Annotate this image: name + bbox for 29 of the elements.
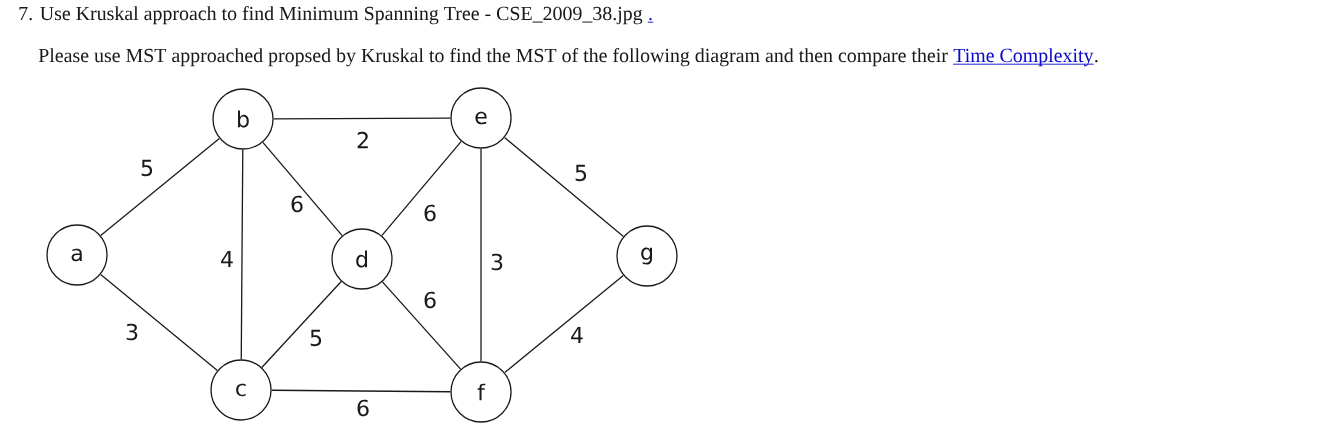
edge-weight: 6 — [424, 291, 436, 309]
graph-edge — [240, 149, 244, 360]
edge-weight: 5 — [141, 159, 153, 177]
edge-weight: 4 — [221, 250, 233, 267]
graph-edge — [273, 117, 451, 120]
graph-edge — [262, 141, 343, 237]
graph-edge — [100, 273, 218, 372]
instruction-text: Please use MST approached propsed by Kruskal to find the MST of the following diagram and then compare their — [38, 48, 948, 67]
edge-weight: 3 — [491, 253, 503, 271]
edge-weight: 6 — [424, 204, 436, 222]
graph-edge — [503, 136, 625, 238]
link: Time Complexity — [952, 48, 1095, 67]
graph-edge — [381, 281, 462, 370]
graph-edge — [261, 280, 342, 369]
edge-weight: 5 — [310, 329, 322, 347]
graph-edge — [100, 137, 220, 237]
edge-weight: 6 — [291, 195, 303, 213]
graph-edge — [381, 140, 462, 237]
edge-weight: 3 — [126, 323, 138, 341]
link: . — [647, 17, 654, 23]
graph-edge — [480, 148, 482, 362]
heading: 7. Use Kruskal approach to find Minimum Spanning Tree - CSE_2009_38.jpg — [19, 6, 643, 25]
instruction-text: . — [1095, 59, 1098, 63]
graph-edge — [504, 274, 624, 374]
edge-weight: 6 — [357, 399, 369, 417]
graph-edge — [271, 389, 451, 393]
edge-weight: 4 — [571, 326, 583, 343]
edge-weight: 2 — [357, 131, 368, 149]
edge-weight: 5 — [575, 164, 587, 182]
